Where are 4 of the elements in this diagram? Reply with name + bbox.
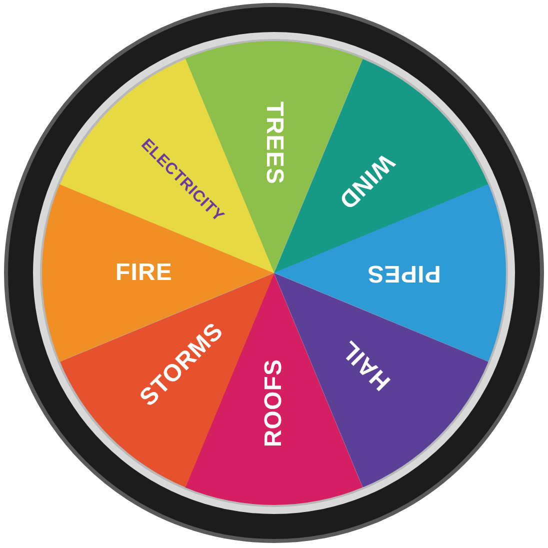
segment-label: ROOFS (262, 358, 286, 448)
segment-label: PIPES (367, 260, 441, 285)
segment-label: FIRE (115, 260, 173, 285)
segment-label: TREES (262, 102, 286, 184)
